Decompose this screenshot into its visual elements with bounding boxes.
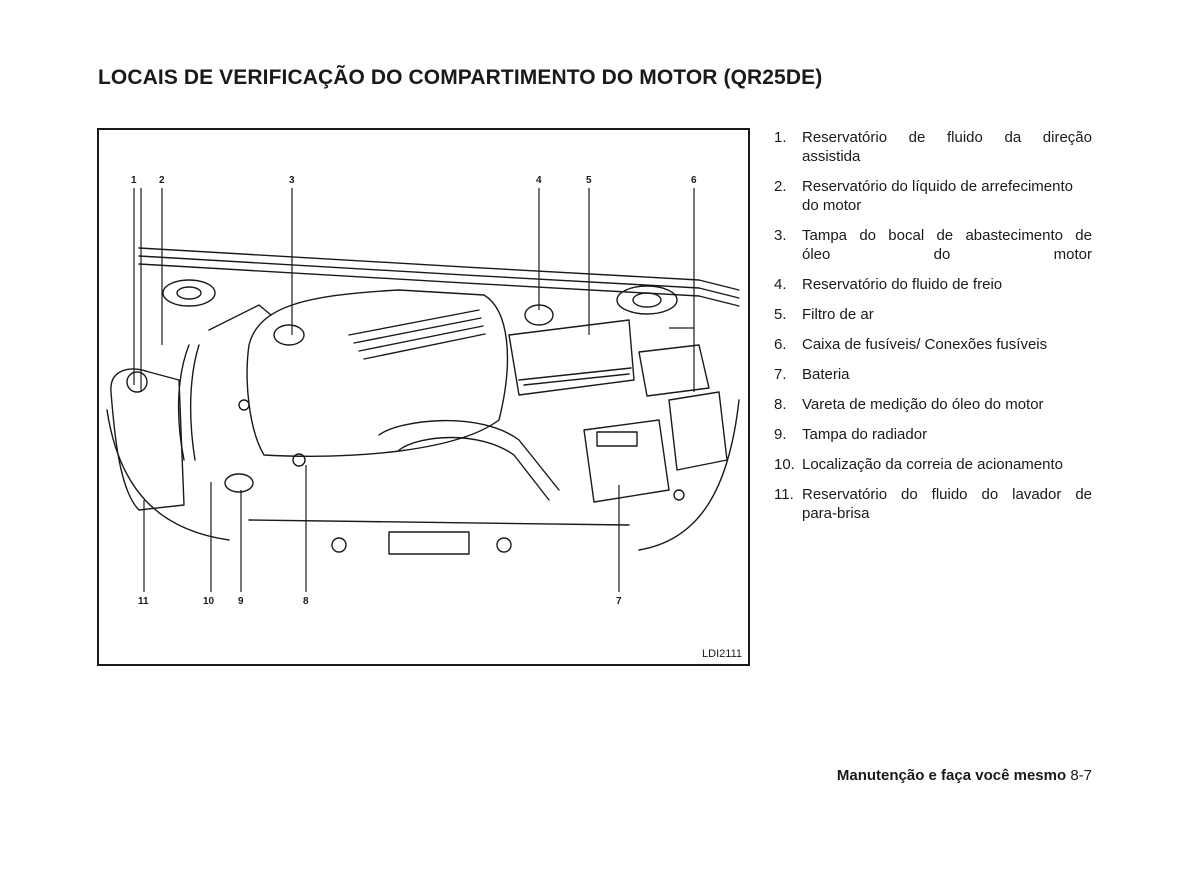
legend-number: 11. [774, 486, 794, 503]
legend-item: 10. Localização da correia de acionament… [774, 455, 1092, 474]
radiator-support [248, 519, 630, 526]
legend-number: 10. [774, 456, 795, 473]
engine-illustration: 1 2 3 4 5 6 11 10 9 8 7 [106, 175, 740, 607]
fuse-box-shape [638, 344, 710, 397]
callout-1: 1 [131, 175, 137, 186]
legend-text: Caixa de fusíveis/ Conexões fusíveis [802, 336, 1048, 353]
legend-number: 6. [774, 336, 787, 353]
legend-text: Bateria [802, 366, 850, 383]
footer-section: Manutenção e faça você mesmo [836, 767, 1067, 784]
legend-number: 7. [774, 366, 787, 383]
strut-tower-right [616, 285, 678, 315]
legend-text: Tampa do radiador [802, 426, 928, 443]
footer-page-number: 8-7 [1070, 767, 1092, 784]
engine-cover [246, 289, 509, 457]
strut-tower-left [162, 279, 216, 307]
oil-filler-cap-shape [273, 324, 305, 346]
washer-reservoir-shape [110, 368, 185, 511]
callout-2: 2 [159, 175, 165, 186]
fender-right-outline [638, 399, 740, 551]
legend-number: 1. [774, 129, 787, 146]
callout-8: 8 [303, 596, 309, 607]
legend-number: 8. [774, 396, 787, 413]
legend-number: 5. [774, 306, 787, 323]
legend-item: 5. Filtro de ar [774, 305, 1092, 324]
legend-item: 11. Reservatório do fluido do lavador de… [774, 485, 1092, 523]
figure-code: LDI2111 [702, 648, 742, 660]
legend-text: Reservatório do fluido de freio [802, 276, 1003, 293]
callout-4: 4 [536, 175, 542, 186]
callout-10: 10 [203, 596, 215, 607]
battery-shape [583, 419, 670, 503]
cowl-line [138, 247, 740, 291]
legend-text: Localização da correia de acionamento [802, 456, 1063, 473]
callout-3: 3 [289, 175, 295, 186]
callout-11: 11 [138, 596, 149, 607]
legend-number: 3. [774, 227, 787, 244]
callout-5: 5 [586, 175, 592, 186]
callout-6: 6 [691, 175, 697, 186]
page-title: LOCAIS DE VERIFICAÇÃO DO COMPARTIMENTO D… [98, 66, 823, 89]
radiator-cap-shape [224, 473, 254, 493]
legend-number: 2. [774, 178, 787, 195]
legend-item: 2. Reservatório do líquido de arrefecime… [774, 177, 1092, 215]
fender-left-outline [106, 409, 230, 541]
dipstick-shape [292, 453, 306, 467]
legend-text: Filtro de ar [802, 306, 874, 323]
callout-9: 9 [238, 596, 244, 607]
legend-item: 8. Vareta de medição do óleo do motor [774, 395, 1092, 414]
legend-text: Reservatório do líquido de arrefecimento… [802, 178, 1073, 214]
page-footer: Manutenção e faça você mesmo 8-7 [837, 767, 1092, 784]
legend-number: 4. [774, 276, 787, 293]
legend-text: Vareta de medição do óleo do motor [802, 396, 1044, 413]
legend-item: 4. Reservatório do fluido de freio [774, 275, 1092, 294]
legend-item: 9. Tampa do radiador [774, 425, 1092, 444]
legend-item: 6. Caixa de fusíveis/ Conexões fusíveis [774, 335, 1092, 354]
callout-7: 7 [616, 596, 622, 607]
legend-item: 7. Bateria [774, 365, 1092, 384]
legend-number: 9. [774, 426, 787, 443]
air-filter-box [508, 319, 635, 396]
engine-compartment-figure: 1 2 3 4 5 6 11 10 9 8 7 LDI2111 [97, 128, 750, 666]
